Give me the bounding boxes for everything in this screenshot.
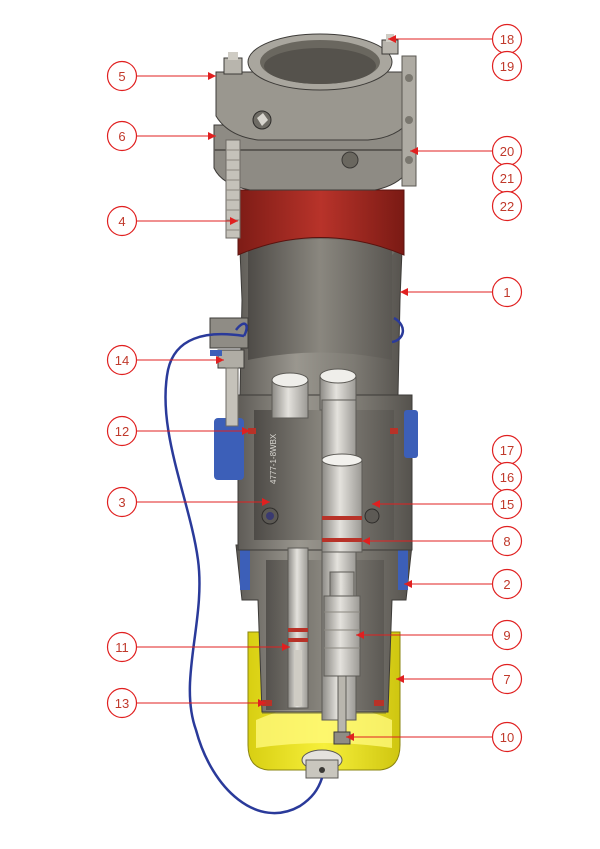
svg-text:22: 22	[500, 199, 514, 214]
sensor-probe	[287, 547, 309, 709]
callout-12: 12	[106, 415, 138, 447]
svg-text:16: 16	[500, 470, 514, 485]
middle-housing: 4777-1-8WBX	[214, 394, 418, 551]
top-clamp-collar	[215, 33, 413, 141]
threaded-rod	[333, 675, 351, 745]
svg-text:2: 2	[503, 577, 510, 592]
callout-15: 15	[491, 488, 523, 520]
callout-7: 7	[491, 663, 523, 695]
svg-text:18: 18	[500, 32, 514, 47]
o-ring-right	[390, 428, 398, 434]
callout-16: 16	[491, 461, 523, 493]
mid-left-bolt	[209, 317, 249, 427]
blue-bracket-right	[404, 410, 418, 458]
callout-8: 8	[491, 525, 523, 557]
svg-text:20: 20	[500, 144, 514, 159]
svg-text:10: 10	[500, 730, 514, 745]
callout-6: 6	[106, 120, 138, 152]
cable-connector	[210, 350, 222, 356]
callout-21: 21	[491, 162, 523, 194]
red-seal	[237, 189, 405, 256]
svg-text:5: 5	[118, 69, 125, 84]
bottom-cable-clamp	[301, 749, 343, 779]
svg-text:1: 1	[503, 285, 510, 300]
callout-17: 17	[491, 434, 523, 466]
callout-leaders	[137, 38, 492, 738]
svg-text:4: 4	[118, 214, 125, 229]
upper-connector	[321, 453, 363, 553]
svg-text:13: 13	[115, 696, 129, 711]
callout-11: 11	[106, 631, 138, 663]
callout-2: 2	[491, 568, 523, 600]
svg-text:19: 19	[500, 59, 514, 74]
svg-text:12: 12	[115, 424, 129, 439]
blue-bracket-left	[214, 418, 244, 480]
o-ring-13	[262, 700, 272, 706]
svg-text:9: 9	[503, 628, 510, 643]
callout-10: 10	[491, 721, 523, 753]
svg-text:11: 11	[115, 640, 129, 655]
blue-cable	[164, 332, 324, 815]
svg-text:6: 6	[118, 129, 125, 144]
callout-20: 20	[491, 135, 523, 167]
callout-arrowheads	[208, 35, 418, 741]
flange-plate	[213, 124, 411, 191]
svg-text:14: 14	[115, 353, 129, 368]
blue-cable-top-loop	[235, 316, 404, 344]
callout-bubbles: 18 19 5 6 20 21 22 4 1 14 12 17 16 3 15 …	[106, 23, 523, 753]
svg-text:21: 21	[500, 171, 514, 186]
svg-text:8: 8	[503, 534, 510, 549]
callout-19: 19	[491, 50, 523, 82]
svg-text:7: 7	[503, 672, 510, 687]
callout-9: 9	[491, 619, 523, 651]
o-ring-bottom-right	[374, 700, 384, 706]
callout-18: 18	[491, 23, 523, 55]
callout-4: 4	[106, 205, 138, 237]
svg-text:17: 17	[500, 443, 514, 458]
callout-5: 5	[106, 60, 138, 92]
callout-3: 3	[106, 486, 138, 518]
o-ring-12	[248, 428, 256, 434]
callout-13: 13	[106, 687, 138, 719]
callout-14: 14	[106, 344, 138, 376]
lower-connector	[323, 571, 361, 677]
svg-text:15: 15	[500, 497, 514, 512]
callout-22: 22	[491, 190, 523, 222]
callout-1: 1	[491, 276, 523, 308]
svg-text:3: 3	[118, 495, 125, 510]
housing-engraving: 4777-1-8WBX	[269, 433, 278, 484]
